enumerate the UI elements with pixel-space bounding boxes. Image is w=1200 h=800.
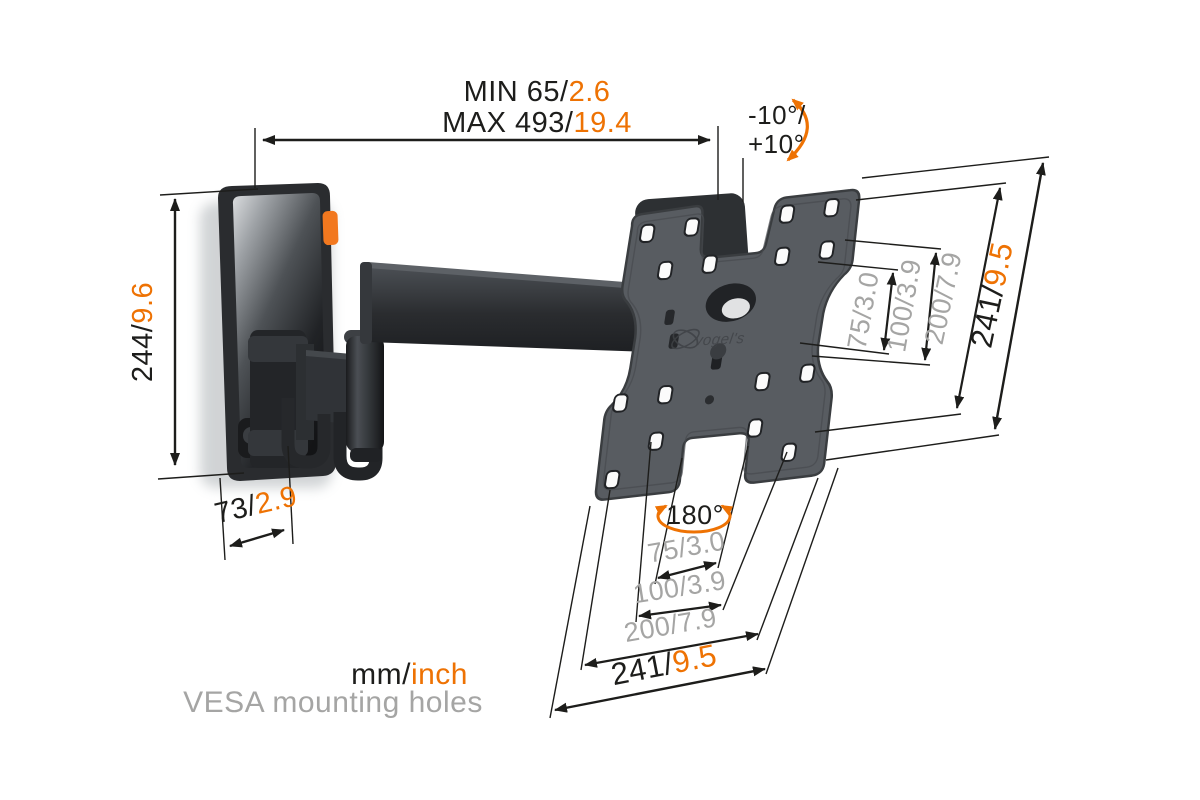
vesa-hole	[683, 217, 701, 237]
min-mm: MIN 65/	[464, 76, 569, 108]
vesa-hole	[778, 204, 796, 224]
v241-inch: 9.5	[976, 239, 1020, 290]
vesa-hole	[746, 418, 764, 438]
dim-tilt-range: -10°/ +10°	[748, 98, 809, 162]
dim-extension-range: MIN 65/2.6 MAX 493/19.4	[262, 76, 711, 145]
ext-line	[861, 156, 1050, 179]
cable-hook-right	[333, 412, 383, 481]
v241-mm: 241/	[963, 283, 1010, 351]
vesa-hole	[823, 197, 840, 218]
screw-head	[710, 343, 727, 360]
vesa-h241-label: 241/9.5	[608, 637, 720, 692]
ext-line	[549, 505, 591, 719]
vesa-hole	[657, 384, 674, 405]
vesa-hole	[612, 393, 629, 413]
logo-orbit-icon	[672, 329, 699, 349]
center-opening-highlight	[721, 298, 750, 319]
vesa-hole	[799, 363, 816, 383]
legend-units: mm/inch	[351, 658, 468, 691]
ext-line	[825, 434, 1000, 461]
vogels-logo: vogel's	[671, 328, 746, 350]
ext-line	[159, 188, 259, 196]
ext-line	[817, 261, 899, 271]
ext-line	[814, 413, 962, 433]
dim-arrow	[584, 631, 759, 668]
legend-inch: inch	[411, 658, 468, 691]
vesa-hole	[647, 431, 665, 451]
dim-swivel: 180°	[654, 500, 734, 534]
tilt-arrow-icon	[786, 98, 809, 162]
dim-bracket-height: 244/9.6	[127, 198, 180, 466]
width-mm: 73/	[212, 490, 260, 531]
vesa-hole	[701, 254, 718, 274]
swivel-arrow-icon	[654, 504, 734, 534]
h241-mm: 241/	[608, 646, 676, 692]
ext-line	[580, 489, 611, 671]
elbow-foot	[350, 448, 382, 462]
long-arm-top-face	[368, 262, 650, 291]
vesa-hole	[774, 246, 791, 267]
release-tab	[322, 210, 339, 246]
dim-vesa-horizontal: 75/3.0 100/3.9 200/7.9 241/9.5	[554, 526, 766, 713]
plate-hinge-knuckle-top	[248, 336, 308, 362]
vesa-holes	[603, 197, 840, 490]
tilt-label-line2: +10°	[748, 129, 805, 159]
dim-arrow	[992, 162, 1046, 430]
legend-mm: mm/	[351, 658, 411, 691]
small-hole	[704, 395, 715, 405]
vesa-hole	[639, 223, 656, 244]
adjust-slot	[664, 309, 675, 325]
wall-mount-product: vogel's	[200, 183, 861, 501]
dim-arrow	[638, 601, 722, 620]
dim-arrow	[880, 272, 897, 351]
swivel-label: 180°	[666, 500, 724, 530]
ext-line	[811, 355, 931, 366]
vesa-hole	[818, 240, 836, 260]
vesa-hole	[754, 371, 771, 392]
vesa-plate: vogel's	[594, 188, 861, 501]
ext-line	[635, 441, 652, 623]
dim-arrow	[554, 666, 766, 713]
h241-inch: 9.5	[669, 637, 719, 680]
dim-arrow	[229, 528, 285, 548]
bracket-height-label: 244/9.6	[127, 282, 159, 382]
height-mm: 244/	[127, 323, 159, 382]
ext-line	[219, 477, 226, 561]
ext-line	[722, 451, 788, 611]
max-mm: MAX 493/	[442, 107, 574, 139]
long-arm	[368, 268, 650, 352]
ext-line	[756, 477, 819, 641]
vesa-hole	[780, 442, 798, 462]
elbow-hinge	[346, 336, 384, 452]
ext-line	[855, 182, 1007, 201]
dim-bracket-width: 73/2.9	[212, 480, 300, 548]
ext-line	[765, 467, 839, 675]
legend-caption: VESA mounting holes	[183, 686, 483, 719]
long-arm-end-cap	[360, 262, 372, 344]
dim-vesa-vertical: 75/3.0 100/3.9 200/7.9 241/9.5	[842, 162, 1046, 430]
cable-hook-left	[281, 398, 331, 469]
vesa-hole	[603, 469, 621, 490]
logo-text: vogel's	[694, 330, 746, 350]
max-inch: 19.4	[573, 107, 631, 139]
ext-line	[799, 342, 890, 355]
vesa-hole	[656, 260, 674, 281]
min-extension-label: MIN 65/2.6	[464, 76, 611, 108]
min-inch: 2.6	[569, 76, 611, 108]
ext-line	[844, 239, 942, 250]
legend: mm/inch VESA mounting holes	[183, 658, 483, 719]
ext-line	[287, 445, 294, 545]
short-arm	[306, 356, 352, 424]
logo-orbit-icon	[671, 328, 700, 350]
vesa-v75-label: 75/3.0	[842, 269, 885, 351]
tilt-label-line1: -10°/	[748, 100, 806, 130]
ext-line	[157, 472, 245, 480]
max-extension-label: MAX 493/19.4	[442, 107, 632, 139]
dim-arrow	[657, 561, 717, 580]
height-inch: 9.6	[127, 282, 159, 324]
dim-arrow	[921, 252, 940, 361]
